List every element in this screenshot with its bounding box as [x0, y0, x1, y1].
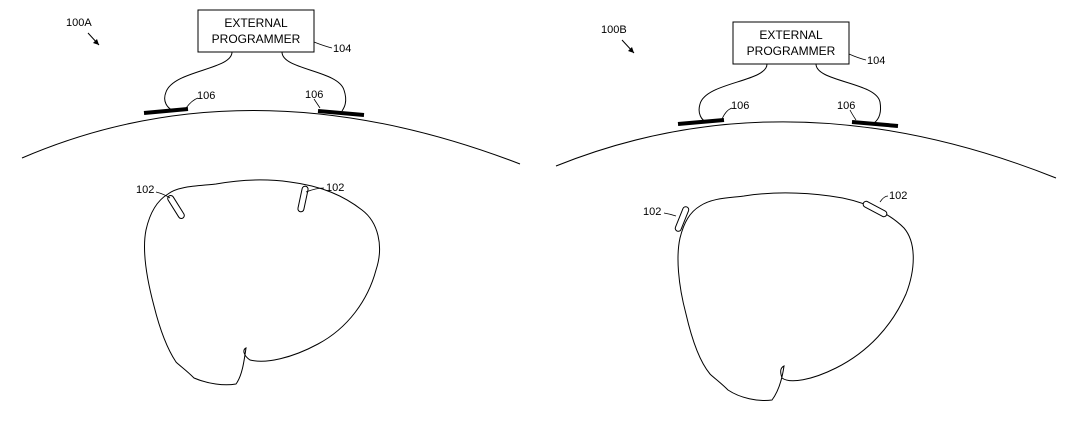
- programmer-leader-line: [313, 41, 333, 49]
- implant-right: [297, 185, 309, 213]
- panel-100a: 100A EXTERNAL PROGRAMMER 104 106 106 102…: [21, 9, 521, 386]
- implant-right: [862, 200, 888, 218]
- external-programmer-box: [732, 21, 850, 65]
- implant-left-ref: 102: [643, 206, 661, 218]
- skin-electrode-right: [851, 120, 899, 128]
- scalp-outline: [555, 121, 1057, 179]
- external-programmer-box: [197, 9, 315, 53]
- panel-ref-arrow: [87, 32, 100, 46]
- brain-outline: [677, 192, 914, 401]
- programmer-label-line1: EXTERNAL: [224, 16, 288, 30]
- panel-100b: 100B EXTERNAL PROGRAMMER 104 106 106 102…: [555, 21, 1057, 401]
- implant-left-leader: [663, 212, 677, 217]
- programmer-label-line2: PROGRAMMER: [212, 32, 301, 46]
- electrode-left-ref: 106: [197, 90, 215, 102]
- electrode-left-leader: [185, 97, 199, 109]
- programmer-ref: 104: [333, 43, 351, 55]
- programmer-label-line1: EXTERNAL: [759, 28, 823, 42]
- implant-right-ref: 102: [326, 182, 344, 194]
- programmer-label-line2: PROGRAMMER: [747, 44, 836, 58]
- skin-electrode-left: [143, 107, 189, 115]
- implant-left-ref: 102: [136, 184, 154, 196]
- lead-wire-right: [281, 51, 347, 112]
- lead-wire-right: [815, 63, 881, 124]
- implant-right-ref: 102: [889, 190, 907, 202]
- implant-right-leader: [879, 195, 889, 203]
- implant-left: [167, 195, 185, 219]
- implant-right-leader: [305, 187, 325, 193]
- implant-left: [674, 206, 690, 232]
- programmer-ref: 104: [867, 55, 885, 67]
- electrode-right-ref: 106: [837, 100, 855, 112]
- implant-left-leader: [155, 191, 171, 199]
- lead-wire-left: [164, 51, 233, 111]
- electrode-right-leader: [313, 98, 321, 109]
- scalp-outline: [21, 109, 521, 165]
- electrode-left-leader: [721, 107, 733, 120]
- panel-ref-label: 100A: [66, 17, 92, 29]
- electrode-right-ref: 106: [305, 89, 323, 101]
- electrode-left-ref: 106: [731, 100, 749, 112]
- skin-electrode-left: [677, 118, 725, 126]
- lead-wire-left: [698, 63, 768, 123]
- skin-electrode-right: [317, 109, 365, 117]
- brain-outline: [143, 179, 380, 386]
- panel-ref-arrow: [621, 39, 635, 54]
- electrode-right-leader: [849, 109, 857, 121]
- programmer-leader-line: [848, 53, 867, 61]
- panel-ref-label: 100B: [601, 24, 627, 36]
